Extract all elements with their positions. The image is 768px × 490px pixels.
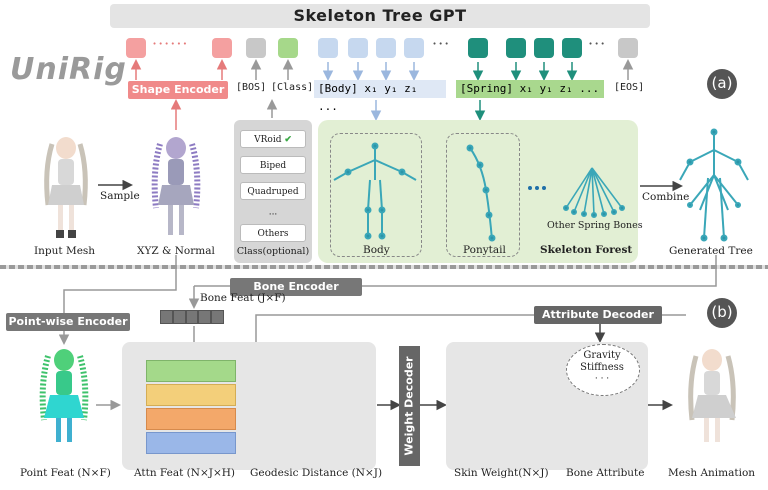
bone-feat-caption: Bone Feat (J×F) bbox=[200, 292, 286, 304]
bos-token bbox=[246, 38, 266, 58]
token-ellipsis: ··· bbox=[588, 34, 607, 53]
mesh-animation-caption: Mesh Animation bbox=[668, 467, 756, 479]
class-token bbox=[278, 38, 298, 58]
stiffness-text: Stiffness bbox=[580, 362, 624, 373]
spring-sequence-label: [Spring] x₁ y₁ z₁ ... bbox=[456, 80, 604, 98]
bone-attribute-caption: Bone Attribute bbox=[566, 467, 645, 479]
weight-decoder-block bbox=[399, 346, 420, 466]
skeleton-forest-caption: Skeleton Forest bbox=[540, 244, 633, 256]
shape-token-ellipsis: ······ bbox=[152, 34, 189, 53]
class-option-biped[interactable]: Biped bbox=[240, 156, 306, 174]
attn-layer-orange bbox=[146, 408, 236, 430]
skeleton-forest-panel bbox=[318, 120, 638, 263]
ponytail-skeleton bbox=[466, 144, 496, 242]
body-dashed-box bbox=[330, 133, 422, 257]
class-label: [Class] bbox=[271, 82, 314, 93]
class-option-others[interactable]: Others bbox=[240, 224, 306, 242]
body-skeleton bbox=[333, 142, 417, 240]
body-token bbox=[318, 38, 338, 58]
shape-token bbox=[212, 38, 232, 58]
attn-feat-caption: Attn Feat (N×J×H) bbox=[134, 467, 236, 479]
point-wise-encoder-label: Point-wise Encoder bbox=[6, 313, 130, 331]
input-mesh-caption: Input Mesh bbox=[34, 245, 96, 257]
sample-caption: Sample bbox=[100, 190, 140, 202]
geodesic-caption: Geodesic Distance (N×J) bbox=[250, 467, 383, 479]
spring-token bbox=[506, 38, 526, 58]
attribute-decoder-label: Attribute Decoder bbox=[534, 306, 662, 324]
section-divider bbox=[0, 265, 768, 269]
unirig-logo: UniRig bbox=[10, 52, 127, 87]
class-option-vroid[interactable]: VRoid ✔ bbox=[240, 130, 306, 148]
token-ellipsis: ··· bbox=[432, 34, 451, 53]
class-option-ellipsis: ··· bbox=[268, 210, 278, 220]
shape-token bbox=[126, 38, 146, 58]
xyz-normal-caption: XYZ & Normal bbox=[137, 245, 215, 257]
point-feat-figure bbox=[39, 349, 89, 442]
bos-label: [BOS] bbox=[236, 82, 267, 93]
attribute-bubble bbox=[566, 344, 640, 396]
attn-layer-green bbox=[146, 360, 236, 382]
skin-weight-caption: Skin Weight(N×J) bbox=[454, 467, 549, 479]
spring-token bbox=[562, 38, 582, 58]
generated-tree-skeleton bbox=[679, 128, 749, 242]
weight-decoder-label: Weight Decoder bbox=[402, 356, 416, 456]
bubble-ellipsis: · · · bbox=[594, 374, 610, 384]
xyz-normal-figure bbox=[151, 137, 201, 235]
panel-b-badge: (b) bbox=[707, 298, 737, 328]
ponytail-dashed-box bbox=[446, 133, 520, 257]
body-token bbox=[376, 38, 396, 58]
attn-layer-blue bbox=[146, 432, 236, 454]
input-mesh-figure bbox=[44, 137, 88, 238]
body-token bbox=[348, 38, 368, 58]
spring-token bbox=[468, 38, 488, 58]
spring-bones-fan bbox=[562, 167, 625, 219]
combine-caption: Combine bbox=[642, 191, 690, 203]
title-bar bbox=[110, 4, 650, 28]
class-option-quadruped[interactable]: Quadruped bbox=[240, 182, 306, 200]
spring-token bbox=[534, 38, 554, 58]
class-optional-caption: Class(optional) bbox=[236, 246, 310, 257]
mesh-animation-figure bbox=[688, 349, 736, 442]
eos-label: [EOS] bbox=[614, 82, 645, 93]
ponytail-caption: Ponytail bbox=[463, 244, 506, 256]
body-token bbox=[404, 38, 424, 58]
other-spring-caption: Other Spring Bones bbox=[547, 220, 643, 231]
generated-tree-caption: Generated Tree bbox=[669, 245, 753, 257]
point-feat-caption: Point Feat (N×F) bbox=[20, 467, 111, 479]
body-sequence-label: [Body] x₁ y₁ z₁ ... bbox=[314, 80, 446, 113]
panel-a-badge: (a) bbox=[707, 69, 737, 99]
diagram-title: Skeleton Tree GPT bbox=[293, 6, 467, 25]
bone-feat-tokens bbox=[160, 310, 224, 324]
gravity-text: Gravity bbox=[583, 350, 621, 361]
forest-ellipsis bbox=[528, 186, 546, 190]
attn-layer-yellow bbox=[146, 384, 236, 406]
bone-encoder-label: Bone Encoder bbox=[230, 278, 362, 296]
shape-encoder-label: Shape Encoder bbox=[128, 81, 228, 99]
body-caption: Body bbox=[363, 244, 390, 256]
eos-token bbox=[618, 38, 638, 58]
